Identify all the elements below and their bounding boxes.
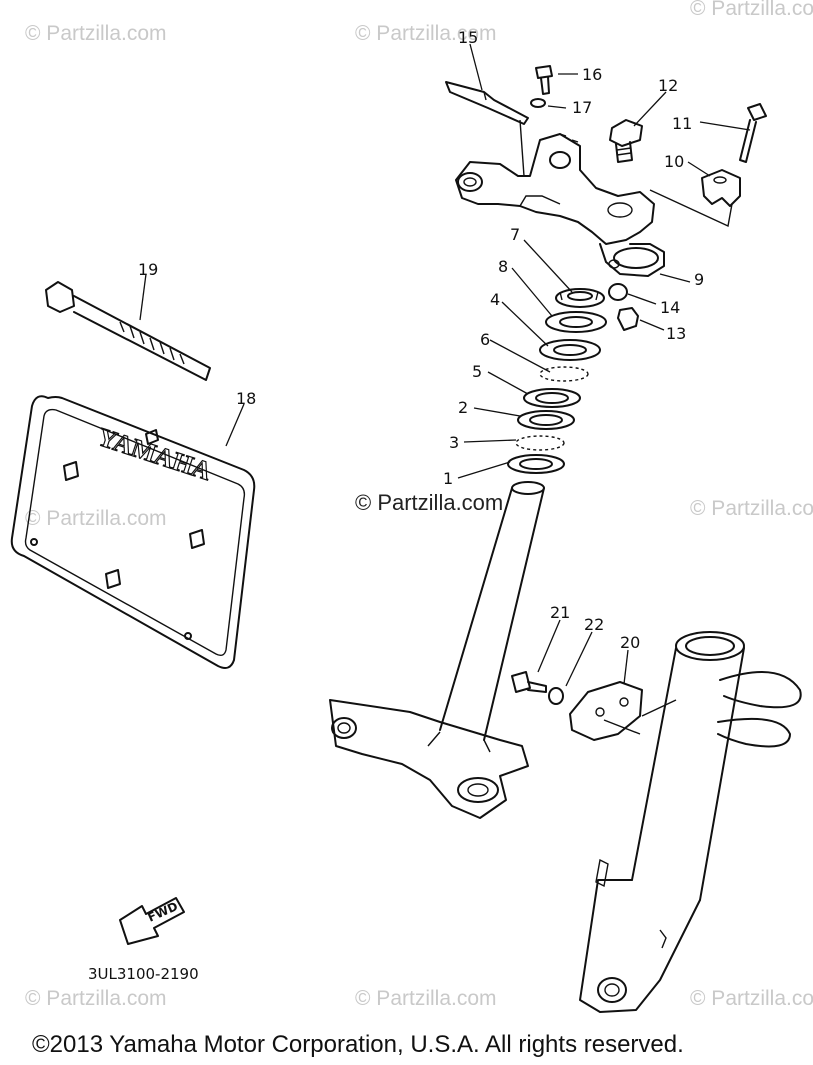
callout-1: 1 [443, 469, 453, 488]
watermark: © Partzilla.com [690, 987, 813, 1010]
diagram-code: 3UL3100-2190 [88, 965, 199, 983]
callout-22: 22 [584, 615, 604, 634]
fwd-arrow-icon: FWD [119, 897, 185, 945]
callout-19: 19 [138, 260, 158, 279]
part-20-holder [569, 681, 643, 741]
callout-20: 20 [620, 633, 640, 652]
callout-12: 12 [658, 76, 678, 95]
callout-4: 4 [490, 290, 500, 309]
copyright-text: ©2013 Yamaha Motor Corporation, U.S.A. A… [32, 1031, 684, 1058]
callout-17: 17 [572, 98, 592, 117]
watermark: © Partzilla.com [25, 22, 167, 45]
guide-line [649, 189, 733, 228]
steering-stem [329, 481, 545, 819]
part-18-number-plate: YAMAHA [10, 395, 256, 669]
callout-6: 6 [480, 330, 490, 349]
watermark: © Partzilla.com [355, 987, 497, 1010]
part-14-washer [608, 283, 628, 301]
watermark: © Partzilla.com [690, 0, 813, 20]
part-19-cable-tie [45, 281, 211, 381]
callout-13: 13 [666, 324, 686, 343]
leader-lines [139, 43, 751, 687]
part-16-bolt [535, 65, 553, 95]
callout-7: 7 [510, 225, 520, 244]
center-watermark: © Partzilla.com [355, 490, 503, 515]
part-17-washer [530, 98, 546, 108]
plate-brand-text: YAMAHA [94, 422, 215, 486]
part-12-bolt [609, 119, 643, 163]
callouts: 1 2 3 4 5 6 7 8 9 10 11 12 13 14 15 16 1… [138, 28, 704, 652]
callout-16: 16 [582, 65, 602, 84]
callout-21: 21 [550, 603, 570, 622]
part-13-cap [617, 307, 639, 331]
steering-stack [507, 288, 607, 474]
guide-line [519, 119, 525, 177]
callout-2: 2 [458, 398, 468, 417]
callout-18: 18 [236, 389, 256, 408]
fwd-label: FWD [146, 899, 180, 925]
front-fork [579, 631, 802, 1013]
watermarks: © Partzilla.com © Partzilla.com © Partzi… [25, 0, 813, 1010]
callout-5: 5 [472, 362, 482, 381]
callout-14: 14 [660, 298, 680, 317]
callout-15: 15 [458, 28, 478, 47]
part-15-bracket [445, 81, 529, 125]
callout-9: 9 [694, 270, 704, 289]
watermark: © Partzilla.com [355, 22, 497, 45]
part-21-bolt [511, 671, 547, 693]
part-11-bolt [739, 103, 767, 163]
watermark: © Partzilla.com [25, 987, 167, 1010]
upper-bracket [455, 133, 665, 277]
part-10-clamp [701, 169, 741, 207]
callout-8: 8 [498, 257, 508, 276]
callout-10: 10 [664, 152, 684, 171]
watermark: © Partzilla.com [690, 497, 813, 520]
callout-3: 3 [449, 433, 459, 452]
callout-11: 11 [672, 114, 692, 133]
guide-line [603, 719, 641, 735]
part-22-washer [548, 687, 564, 705]
watermark: © Partzilla.com [25, 507, 167, 530]
